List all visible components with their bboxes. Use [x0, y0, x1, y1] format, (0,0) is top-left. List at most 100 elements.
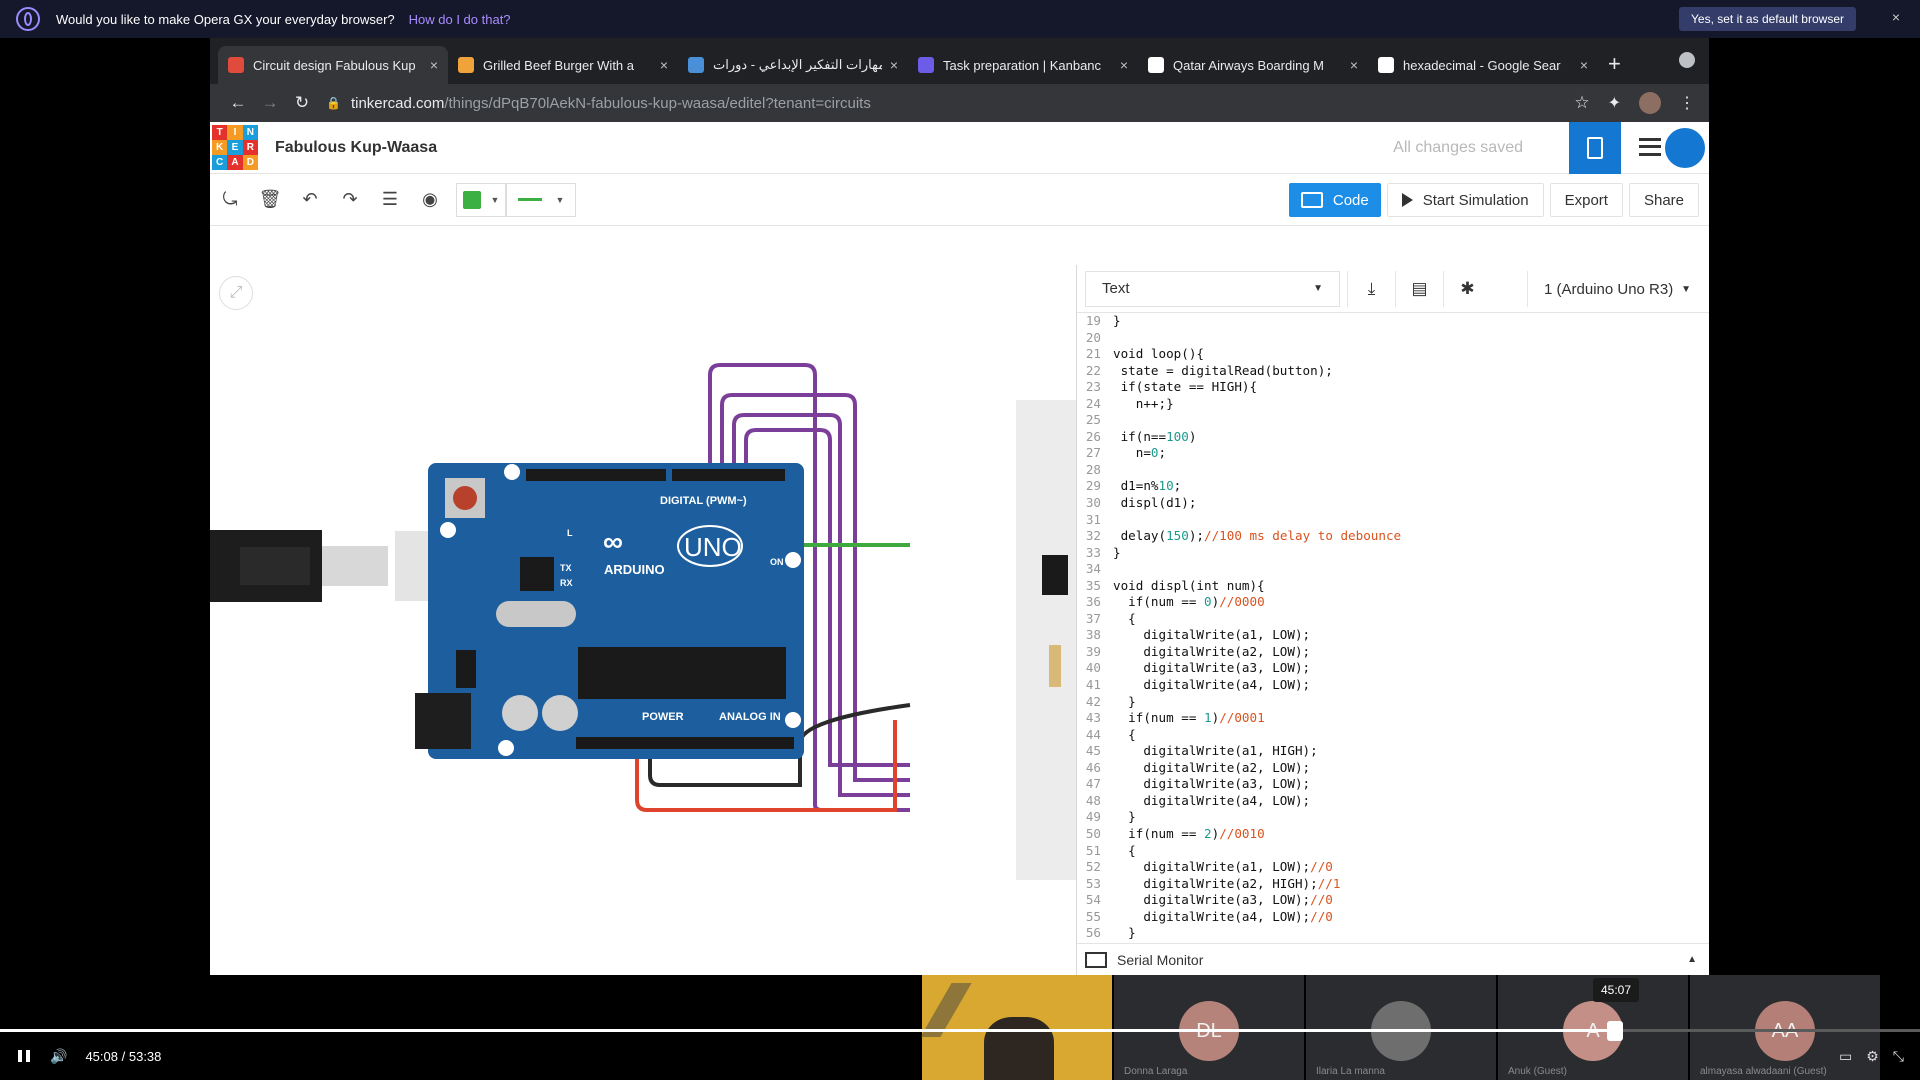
new-tab-button[interactable]: + [1608, 51, 1621, 76]
logo-letter: C [212, 155, 228, 171]
code-text: void displ(int num){ [1113, 577, 1265, 593]
tab-close-icon[interactable]: × [429, 57, 438, 73]
download-icon[interactable]: ⤓ [1347, 271, 1395, 307]
profile-avatar[interactable] [1639, 92, 1661, 114]
chevron-up-icon[interactable]: ▲ [1687, 954, 1697, 965]
close-banner-icon[interactable]: × [1891, 9, 1900, 25]
tab-favicon-icon [918, 57, 934, 73]
tab-title: Task preparation | Kanbanc [943, 57, 1102, 73]
line-number: 46 [1085, 759, 1101, 775]
tab-favicon-icon [458, 57, 474, 73]
code-text: if(n==100) [1113, 428, 1197, 444]
power-label: POWER [642, 711, 684, 723]
code-line: 45 digitalWrite(a1, HIGH); [1077, 743, 1709, 760]
participant-tile[interactable]: Ilaria La manna [1306, 975, 1496, 1080]
rotate-icon[interactable]: ⤿ [222, 189, 238, 209]
play-icon [1401, 193, 1413, 207]
code-line: 54 digitalWrite(a3, LOW);//0 [1077, 892, 1709, 909]
start-simulation-button[interactable]: Start Simulation [1386, 183, 1544, 217]
user-avatar[interactable] [1663, 126, 1707, 170]
monitor-icon [1085, 951, 1107, 968]
line-number: 24 [1085, 395, 1101, 411]
code-text: } [1113, 313, 1121, 328]
code-text: n++;} [1113, 395, 1174, 411]
notes-icon[interactable]: ☰ [381, 189, 399, 209]
code-text: digitalWrite(a4, LOW);//0 [1113, 908, 1333, 924]
code-line: 57 if(num == 3)//0011 [1077, 942, 1709, 943]
code-button[interactable]: Code [1288, 183, 1381, 217]
code-line: 28 [1077, 462, 1709, 479]
code-line: 20 [1077, 330, 1709, 347]
tab-close-icon[interactable]: × [1579, 57, 1588, 73]
device-value: 1 (Arduino Uno R3) [1544, 280, 1674, 298]
seek-bar[interactable] [0, 1021, 1920, 1041]
browser-tab[interactable]: مهارات التفكير الإبداعي - دورات × [678, 46, 908, 84]
captions-icon[interactable]: ▭ [1839, 1047, 1853, 1064]
device-dropdown[interactable]: 1 (Arduino Uno R3) ▼ [1527, 271, 1701, 307]
wire-type-picker[interactable]: ▼ [506, 182, 576, 217]
code-line: 23 if(state == HIGH){ [1077, 379, 1709, 396]
tab-close-icon[interactable]: × [659, 57, 668, 73]
debugger-bug-icon[interactable]: ✱ [1443, 271, 1491, 307]
bookmark-star-icon[interactable]: ☆ [1574, 93, 1590, 112]
code-text: n=0; [1113, 445, 1167, 461]
opera-how-link[interactable]: How do I do that? [408, 11, 511, 27]
browser-tab[interactable]: hexadecimal - Google Sear× [1368, 46, 1598, 84]
share-button[interactable]: Share [1628, 183, 1699, 217]
tab-title: مهارات التفكير الإبداعي - دورات [713, 57, 882, 72]
tab-title: Circuit design Fabulous Kup [253, 57, 416, 73]
circuit-view-button[interactable] [1569, 122, 1621, 174]
reset-button [453, 486, 477, 510]
settings-gear-icon[interactable]: ⚙ [1866, 1047, 1879, 1064]
exit-fullscreen-icon[interactable]: ⤡ [1892, 1047, 1904, 1064]
code-line: 30 displ(d1); [1077, 495, 1709, 512]
code-mode-dropdown[interactable]: Text ▼ [1085, 270, 1340, 307]
code-text: if(state == HIGH){ [1113, 379, 1258, 395]
url-field[interactable]: 🔒 tinkercad.com /things/dPqB70lAekN-fabu… [326, 95, 1574, 112]
upload-board-icon[interactable]: ▤ [1395, 271, 1443, 307]
opera-default-browser-banner: Would you like to make Opera GX your eve… [0, 0, 1920, 38]
line-number: 19 [1085, 313, 1101, 328]
component-list-icon[interactable] [1639, 138, 1661, 156]
tab-close-icon[interactable]: × [1349, 57, 1358, 73]
wire-color-picker[interactable]: ▼ [456, 182, 506, 217]
seek-handle[interactable] [1607, 1021, 1624, 1041]
current-time: 45:08 [85, 1048, 118, 1064]
circuit-drawing: ∞ ARDUINO UNO DIGITAL (PWM~) POWER ANALO… [210, 363, 1076, 880]
delete-trash-icon[interactable]: 🗑 [258, 189, 282, 209]
export-button[interactable]: Export [1549, 183, 1623, 217]
code-text: digitalWrite(a2, LOW); [1113, 759, 1311, 775]
browser-menu-icon[interactable]: ⋮ [1679, 95, 1695, 112]
zoom-to-fit-icon[interactable]: ⤢ [219, 276, 253, 310]
tab-close-icon[interactable]: × [889, 57, 898, 73]
serial-monitor-bar[interactable]: Serial Monitor ▲ [1077, 943, 1709, 975]
browser-tab[interactable]: Grilled Beef Burger With a× [448, 46, 678, 84]
design-title[interactable]: Fabulous Kup-Waasa [275, 138, 438, 156]
participant-tile[interactable] [920, 975, 1112, 1080]
browser-tab[interactable]: Circuit design Fabulous Kup × [218, 46, 448, 84]
extensions-puzzle-icon[interactable]: ✦ [1607, 95, 1621, 112]
pause-icon[interactable] [18, 1050, 30, 1062]
browser-tab[interactable]: Qatar Airways Boarding M× [1138, 46, 1368, 84]
forward-arrow-icon[interactable]: → [261, 93, 279, 112]
redo-icon[interactable]: ↷ [342, 189, 358, 209]
tab-close-icon[interactable]: × [1119, 57, 1128, 73]
circuit-canvas[interactable]: ⤢ [210, 265, 1076, 975]
volume-icon[interactable]: 🔊 [50, 1047, 68, 1064]
browser-tab[interactable]: Task preparation | Kanbanc × [908, 46, 1138, 84]
tab-search-icon[interactable] [1679, 52, 1695, 68]
line-number: 51 [1085, 842, 1101, 858]
code-line: 42 } [1077, 694, 1709, 711]
back-arrow-icon[interactable]: ← [229, 93, 247, 112]
set-default-browser-button[interactable]: Yes, set it as default browser [1679, 7, 1856, 31]
undo-icon[interactable]: ↶ [302, 189, 318, 209]
visibility-eye-icon[interactable]: ◉ [422, 189, 438, 209]
reload-icon[interactable]: ↻ [294, 93, 310, 112]
code-line: 52 digitalWrite(a1, LOW);//0 [1077, 859, 1709, 876]
logo-letter: I [227, 124, 243, 140]
